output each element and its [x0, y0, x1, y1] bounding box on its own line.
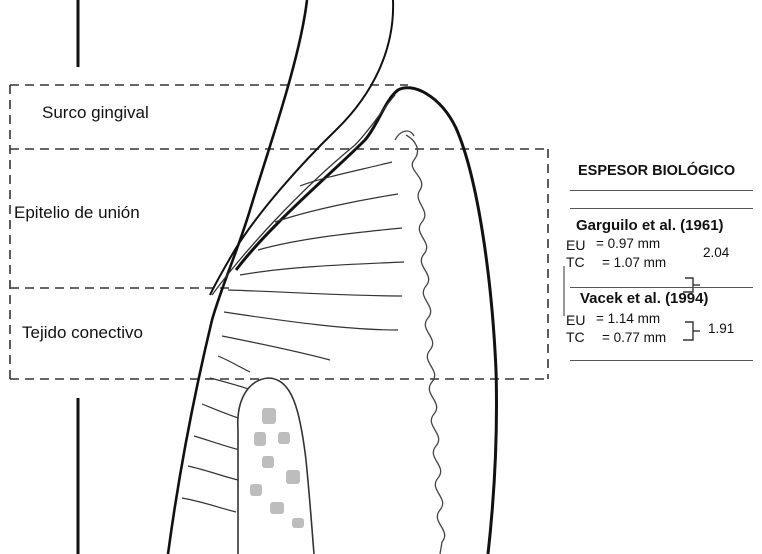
- tc-value-vacek: = 0.77 mm: [602, 330, 666, 345]
- total-garguilo: 2.04: [703, 245, 729, 260]
- study-name-vacek: Vacek et al. (1994): [580, 290, 708, 307]
- panel-rule-2: [570, 208, 753, 209]
- label-epitelio-union: Epitelio de unión: [14, 203, 140, 223]
- vacek-bracket: [683, 322, 693, 340]
- eu-label-garguilo: EU: [566, 237, 585, 253]
- eu-value-garguilo: = 0.97 mm: [596, 236, 660, 251]
- eu-label-vacek: EU: [566, 312, 585, 328]
- tc-value-garguilo: = 1.07 mm: [602, 255, 666, 270]
- label-surco-gingival: Surco gingival: [42, 103, 149, 123]
- label-tejido-conectivo: Tejido conectivo: [22, 323, 143, 343]
- tc-label-vacek: TC: [566, 329, 585, 345]
- study-name-garguilo: Garguilo et al. (1961): [576, 217, 724, 234]
- alveolar-bone-crest: [238, 378, 314, 554]
- panel-rule-1: [570, 190, 753, 191]
- panel-rule-4: [570, 360, 753, 361]
- panel-title: ESPESOR BIOLÓGICO: [578, 163, 735, 179]
- total-vacek: 1.91: [708, 321, 734, 336]
- eu-value-vacek: = 1.14 mm: [596, 311, 660, 326]
- oral-epithelium-rete: [406, 135, 445, 554]
- tc-label-garguilo: TC: [566, 254, 585, 270]
- panel-rule-3: [570, 287, 753, 288]
